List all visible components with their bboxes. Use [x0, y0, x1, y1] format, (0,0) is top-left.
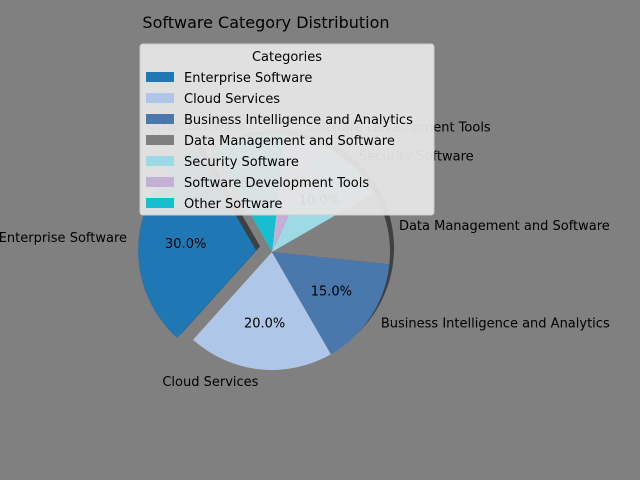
slice-label-data-management-and-software: Data Management and Software [399, 219, 610, 234]
legend-label-security-software: Security Software [184, 155, 299, 170]
slice-percent-business-intelligence-and-analytics: 15.0% [311, 285, 352, 300]
legend-swatch-other-software [146, 198, 174, 208]
legend-swatch-data-management-and-software [146, 135, 174, 145]
legend-swatch-business-intelligence-and-analytics [146, 114, 174, 124]
legend-swatch-cloud-services [146, 93, 174, 103]
slice-percent-enterprise-software: 30.0% [165, 237, 206, 252]
legend-label-enterprise-software: Enterprise Software [184, 71, 312, 86]
slice-label-business-intelligence-and-analytics: Business Intelligence and Analytics [381, 317, 610, 332]
legend-label-business-intelligence-and-analytics: Business Intelligence and Analytics [184, 113, 413, 128]
legend-title: Categories [252, 50, 322, 65]
pie-slice-cloud-services [193, 252, 331, 370]
slice-percent-cloud-services: 20.0% [244, 316, 285, 331]
legend-swatch-enterprise-software [146, 72, 174, 82]
legend-label-data-management-and-software: Data Management and Software [184, 134, 395, 149]
legend-swatch-software-development-tools [146, 177, 174, 187]
legend-box [139, 43, 435, 216]
legend-label-cloud-services: Cloud Services [184, 92, 280, 107]
legend-label-other-software: Other Software [184, 197, 282, 212]
slice-label-enterprise-software: Enterprise Software [0, 231, 127, 246]
pie-slice-business-intelligence-and-analytics [272, 252, 390, 355]
legend-swatch-security-software [146, 156, 174, 166]
legend-label-software-development-tools: Software Development Tools [184, 176, 369, 191]
chart-title: Software Category Distribution [142, 13, 389, 32]
slice-label-cloud-services: Cloud Services [162, 375, 258, 390]
